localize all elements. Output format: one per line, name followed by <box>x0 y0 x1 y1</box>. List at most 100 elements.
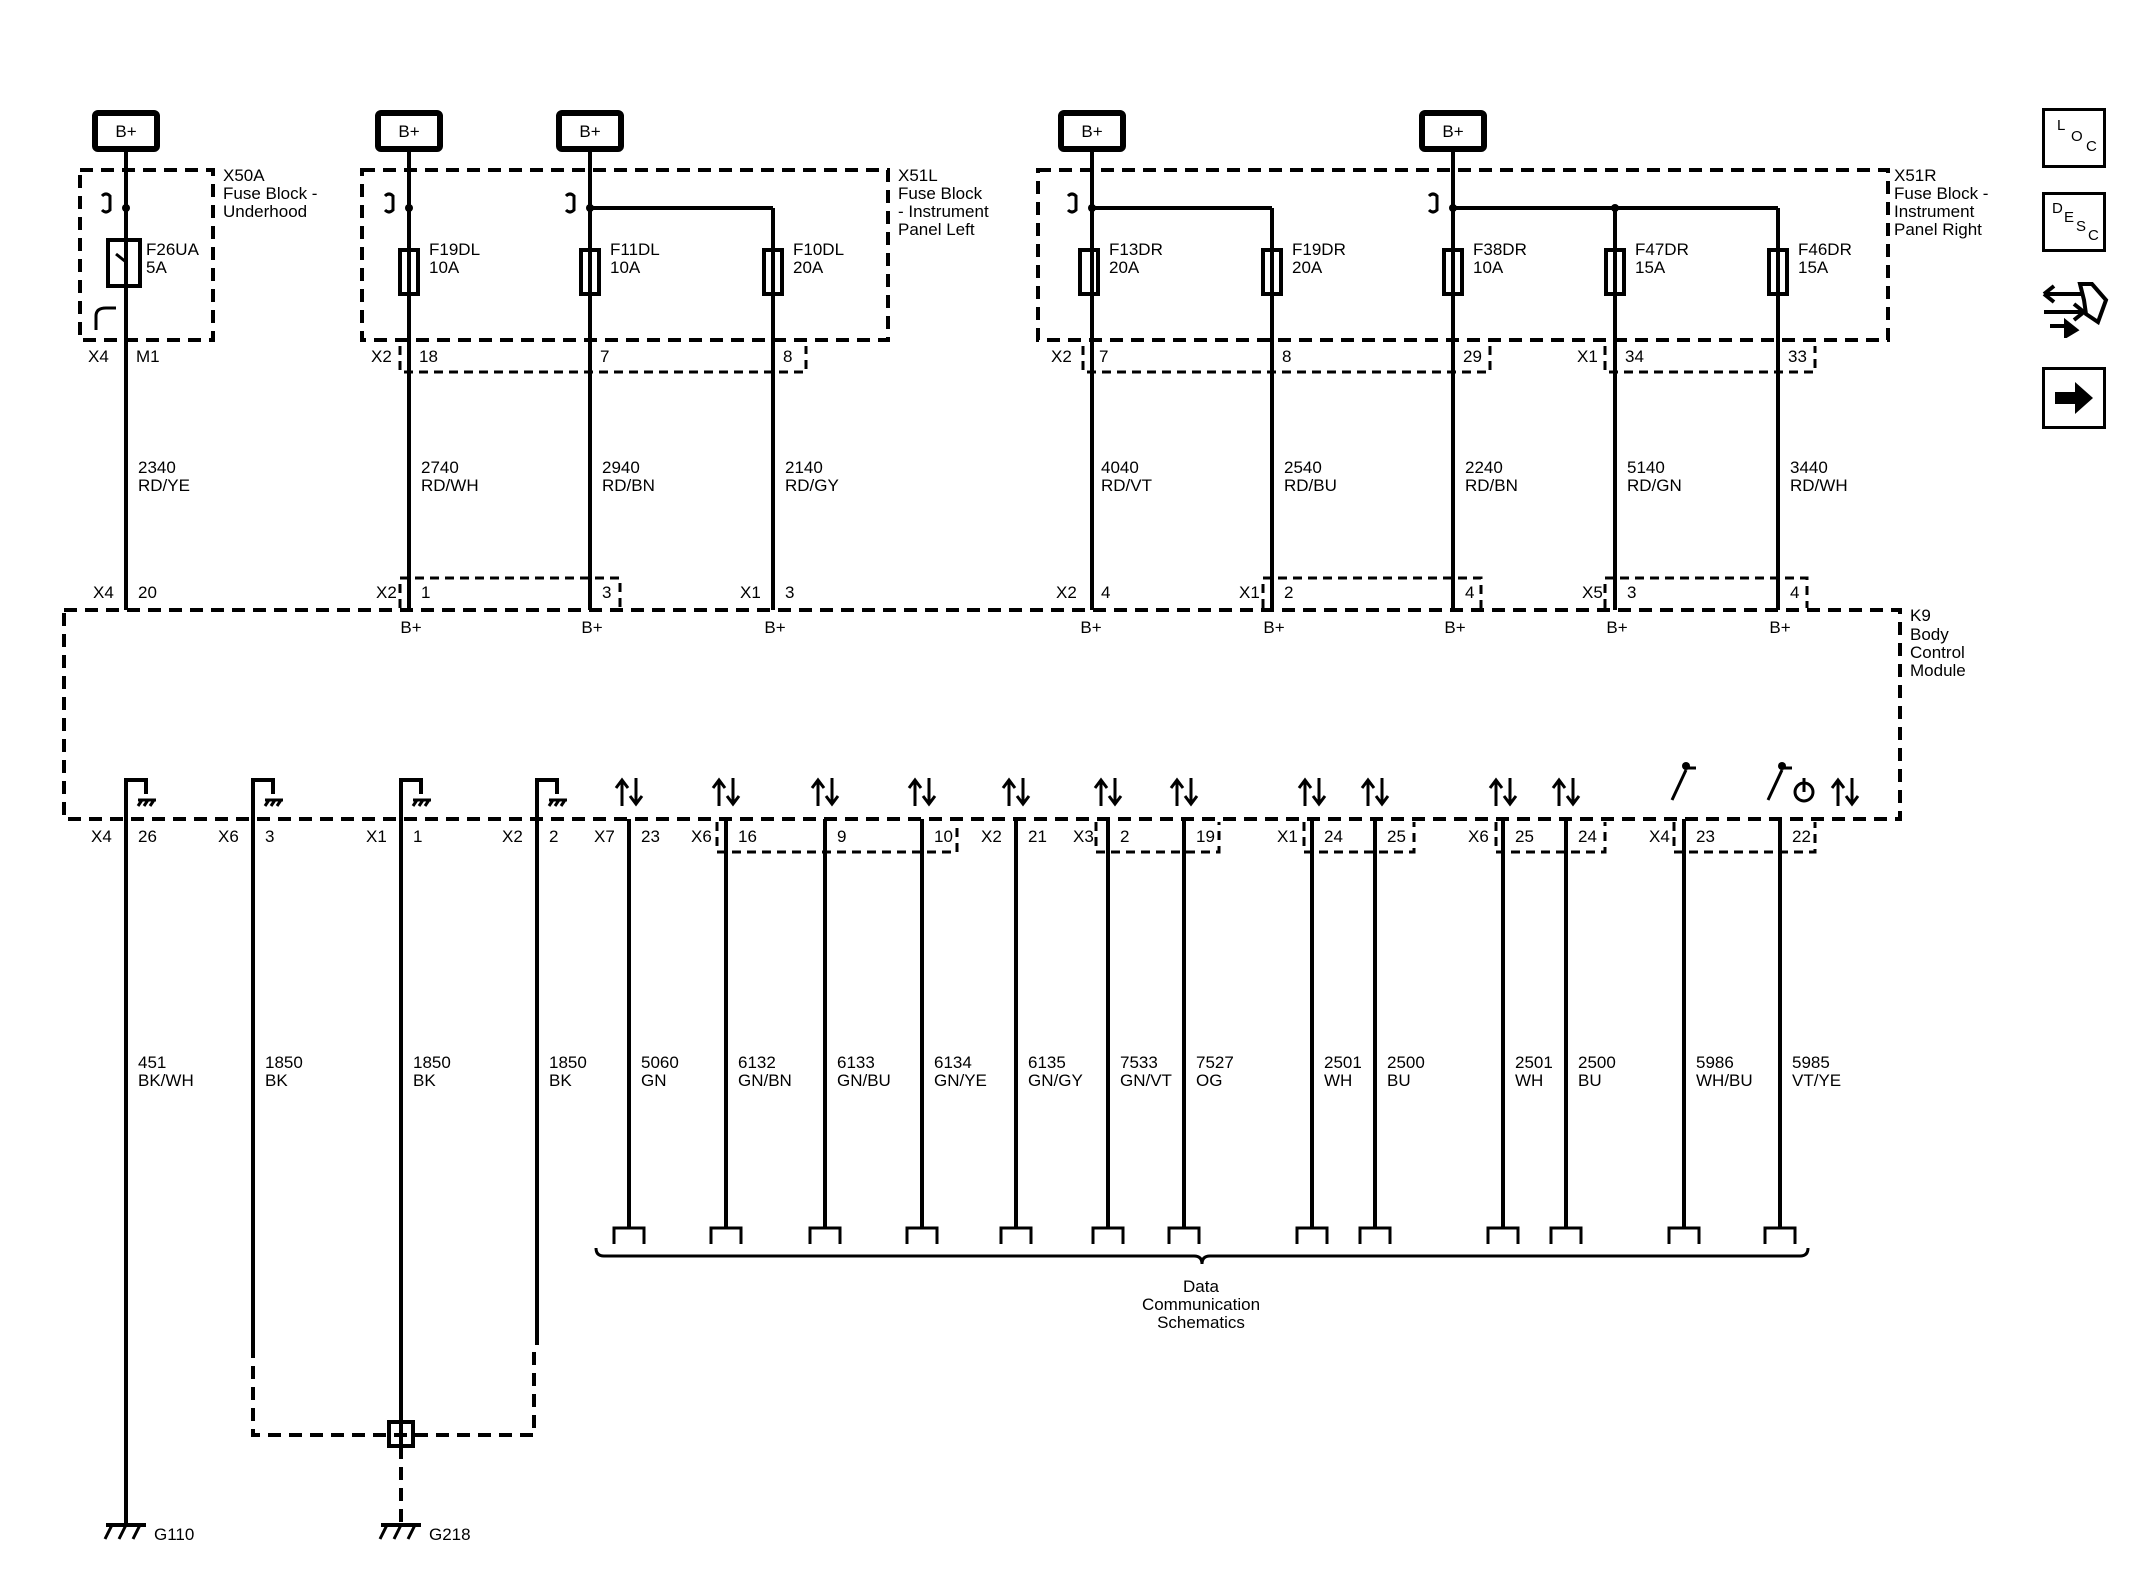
connector-wrench-icon <box>2042 282 2109 340</box>
circuit-number: 1850 <box>265 1053 303 1072</box>
wire-color: RD/BN <box>1465 476 1518 495</box>
fuse-block-connector: X51L <box>898 166 938 185</box>
connector-id: X1 <box>1239 583 1260 602</box>
pin-number: 16 <box>738 827 757 846</box>
bidirectional-arrow-icon <box>711 777 741 807</box>
connector-x1r-top <box>1603 346 1817 374</box>
battery-supply-label: B+ <box>1081 122 1102 141</box>
connector-end-view-button[interactable] <box>2040 278 2110 340</box>
pin-number: 8 <box>1282 347 1291 366</box>
wire-color: WH <box>1324 1071 1352 1090</box>
data-comm-terminal <box>1763 1226 1797 1244</box>
wire-color: GN/BN <box>738 1071 792 1090</box>
pin-number: 1 <box>421 583 430 602</box>
description-button[interactable]: D E S C <box>2042 192 2106 252</box>
module-ground-symbol <box>535 778 559 819</box>
data-comm-terminal <box>808 1226 842 1244</box>
connector-id: X5 <box>1582 583 1603 602</box>
module-pin-label: B+ <box>1263 618 1284 637</box>
fuse-f19dl <box>398 248 420 296</box>
fuse-id: F13DR <box>1109 240 1163 259</box>
wire-color: GN/GY <box>1028 1071 1083 1090</box>
wire-color: RD/BN <box>602 476 655 495</box>
wire-color: GN/YE <box>934 1071 987 1090</box>
fuse-f11dl <box>579 248 601 296</box>
wire-color: BU <box>1387 1071 1411 1090</box>
module-name: Body <box>1910 625 1949 644</box>
connector-id: X1 <box>366 827 387 846</box>
fuse-id: F47DR <box>1635 240 1689 259</box>
connector-id: X4 <box>1649 827 1670 846</box>
pin-number: 1 <box>413 827 422 846</box>
pin-number: 25 <box>1515 827 1534 846</box>
battery-supply-label: B+ <box>398 122 419 141</box>
pin-number: 2 <box>1284 583 1293 602</box>
pin-number: 3 <box>602 583 611 602</box>
chassis-ground-icon <box>263 798 283 807</box>
module-pin-label: B+ <box>400 618 421 637</box>
fuse-block-x51l-outline <box>360 168 890 342</box>
pin-number: 10 <box>934 827 953 846</box>
connector-bcm-x4-lower <box>1672 822 1817 854</box>
data-comm-terminal <box>999 1226 1033 1244</box>
loc-letter-c: C <box>2086 138 2097 155</box>
wire-color: BK <box>413 1071 436 1090</box>
data-comm-terminal <box>1295 1226 1329 1244</box>
wire-color: RD/BU <box>1284 476 1337 495</box>
bidirectional-arrow-icon <box>1297 777 1327 807</box>
circuit-number: 2340 <box>138 458 176 477</box>
wire-color: RD/WH <box>1790 476 1848 495</box>
connector-bcm-x3-lower <box>1094 822 1221 854</box>
switch-input-icon <box>1766 766 1792 801</box>
circuit-number: 2500 <box>1578 1053 1616 1072</box>
circuit-number: 2540 <box>1284 458 1322 477</box>
bidirectional-arrow-icon <box>1169 777 1199 807</box>
circuit-number: 7533 <box>1120 1053 1158 1072</box>
circuit-number: 2140 <box>785 458 823 477</box>
module-pin-label: B+ <box>1606 618 1627 637</box>
connector-bcm-x1-lower <box>1302 822 1416 854</box>
bidirectional-arrow-icon <box>1551 777 1581 807</box>
fuse-f46dr <box>1767 248 1789 296</box>
connector-id: X7 <box>594 827 615 846</box>
bidirectional-arrow-icon <box>1360 777 1390 807</box>
switch-input-icon <box>1670 766 1696 801</box>
wire-color: RD/VT <box>1101 476 1152 495</box>
wire-color: OG <box>1196 1071 1222 1090</box>
fuse-block-feed-symbol <box>1427 192 1439 214</box>
pin-number: 7 <box>600 347 609 366</box>
fuse-block-x50a-outline <box>78 168 215 342</box>
loc-letter-l: L <box>2057 117 2066 134</box>
circuit-number: 5060 <box>641 1053 679 1072</box>
fuse-block-feed-symbol <box>564 192 576 214</box>
connector-bcm-x6-lower <box>715 822 959 854</box>
fuse-block-connector: X51R <box>1894 166 1937 185</box>
connector-id: X4 <box>93 583 114 602</box>
fuse-rating: 20A <box>1292 258 1323 277</box>
connector-id: X4 <box>91 827 112 846</box>
fuse-rating: 10A <box>429 258 460 277</box>
location-button[interactable]: L O C <box>2042 108 2106 168</box>
fuse-id: F46DR <box>1798 240 1852 259</box>
pin-number: 3 <box>265 827 274 846</box>
fuse-block-connector: X50A <box>223 166 265 185</box>
fuse-block-feed-symbol <box>100 192 112 214</box>
fuse-f26ua <box>106 238 142 288</box>
wire-color: VT/YE <box>1792 1071 1841 1090</box>
connector-id: X2 <box>1051 347 1072 366</box>
pin-number: 3 <box>1627 583 1636 602</box>
wire-color: GN/VT <box>1120 1071 1172 1090</box>
connector-id: X2 <box>502 827 523 846</box>
fuse-id: F38DR <box>1473 240 1527 259</box>
fuse-f47dr <box>1604 248 1626 296</box>
fuse-block-name: Fuse Block - <box>223 184 317 203</box>
fuse-rating: 10A <box>610 258 641 277</box>
connector-id: X1 <box>740 583 761 602</box>
circuit-number: 2240 <box>1465 458 1503 477</box>
next-page-button[interactable] <box>2042 367 2106 429</box>
circuit-number: 2501 <box>1515 1053 1553 1072</box>
pin-number: 18 <box>419 347 438 366</box>
bidirectional-arrow-icon <box>614 777 644 807</box>
body-control-module-outline <box>62 608 1902 821</box>
pin-number: 34 <box>1625 347 1644 366</box>
